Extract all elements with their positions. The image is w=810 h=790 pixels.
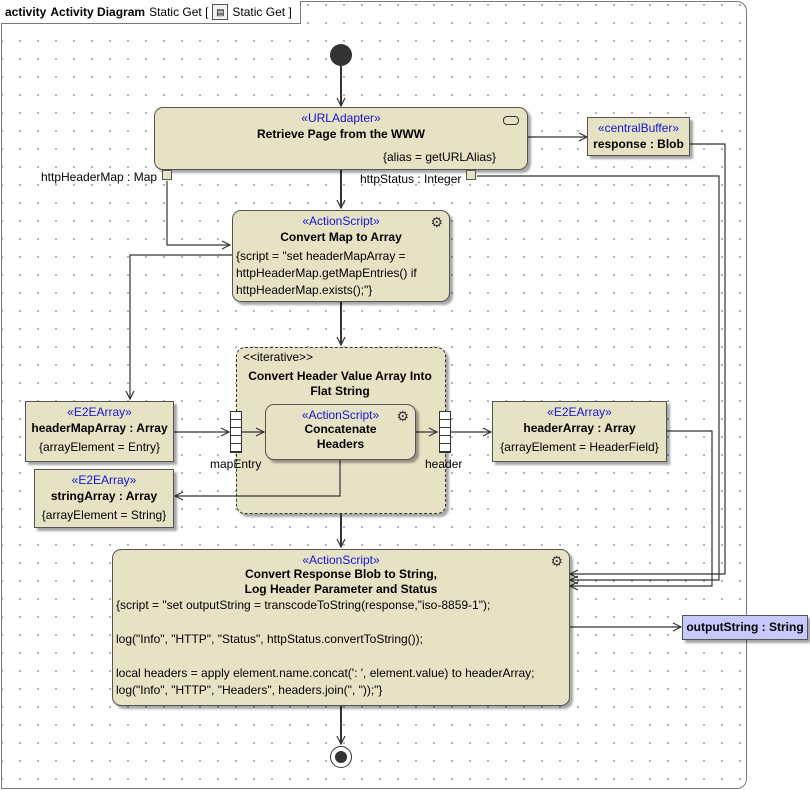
expansion-pin-mapentry[interactable] <box>230 411 242 453</box>
adapter-icon <box>503 116 519 125</box>
retrieve-page-action[interactable]: «URLAdapter» Retrieve Page from the WWW … <box>154 107 528 170</box>
concatenate-title-1: Concatenate <box>304 422 377 436</box>
pin-httpheadermap-label: httpHeaderMap : Map <box>41 170 158 184</box>
frame-context: Static Get [ <box>149 5 209 19</box>
convert-map-prop-1: {script = "set headerMapArray = <box>236 249 406 263</box>
header-array-title: headerArray : Array <box>523 421 636 435</box>
expansion-pin-header[interactable] <box>439 411 451 453</box>
convert-blob-prop-6: log("Info", "HTTP", "Headers", headers.j… <box>116 683 383 697</box>
header-map-array-title: headerMapArray : Array <box>31 421 168 435</box>
response-title: response : Blob <box>593 137 684 151</box>
final-node[interactable] <box>330 746 352 768</box>
header-map-array-node[interactable]: «E2EArray» headerMapArray : Array {array… <box>25 401 174 462</box>
retrieve-stereotype: «URLAdapter» <box>301 111 381 125</box>
convert-map-prop-2: httpHeaderMap.getMapEntries() if <box>236 266 417 280</box>
convert-blob-title-1: Convert Response Blob to String, <box>244 567 437 581</box>
pin-httpheadermap[interactable] <box>162 170 172 180</box>
convert-blob-prop-3: log("Info", "HTTP", "Status", httpStatus… <box>116 632 424 646</box>
string-array-title: stringArray : Array <box>50 489 158 503</box>
response-buffer[interactable]: «centralBuffer» response : Blob <box>587 117 690 156</box>
convert-blob-action[interactable]: ⚙ «ActionScript» Convert Response Blob t… <box>112 549 570 706</box>
concatenate-title-2: Headers <box>316 437 365 451</box>
convert-map-action[interactable]: ⚙ «ActionScript» Convert Map to Array {s… <box>232 210 450 302</box>
string-array-prop: {arrayElement = String} <box>41 508 167 522</box>
convert-map-stereotype: «ActionScript» <box>302 214 380 228</box>
output-string-title: outputString : String <box>686 620 804 634</box>
pin-httpstatus-label: httpStatus : Integer <box>360 172 462 186</box>
convert-blob-title-2: Log Header Parameter and Status <box>244 582 438 596</box>
header-array-prop: {arrayElement = HeaderField} <box>500 440 659 454</box>
frame-context-name: Static Get ] <box>232 5 292 19</box>
header-array-stereotype: «E2EArray» <box>547 405 612 419</box>
region-title-1: Convert Header Value Array Into <box>248 369 432 383</box>
header-label: header <box>425 457 463 471</box>
retrieve-title: Retrieve Page from the WWW <box>256 127 426 141</box>
region-keyword: <<iterative>> <box>243 350 314 364</box>
frame-header: activity Activity Diagram Static Get [ ▤… <box>1 1 301 24</box>
gear-icon: ⚙ <box>550 553 563 569</box>
convert-map-title: Convert Map to Array <box>280 230 402 244</box>
initial-node[interactable] <box>330 44 352 66</box>
convert-map-prop-3: httpHeaderMap.exists();"} <box>236 283 373 297</box>
frame-name: Activity Diagram <box>50 5 146 19</box>
concatenate-action[interactable]: ⚙ «ActionScript» Concatenate Headers <box>265 404 416 460</box>
header-array-node[interactable]: «E2EArray» headerArray : Array {arrayEle… <box>492 401 667 462</box>
string-array-stereotype: «E2EArray» <box>71 473 137 487</box>
gear-icon: ⚙ <box>396 408 409 424</box>
convert-blob-prop-1: {script = "set outputString = transcodeT… <box>116 598 491 612</box>
convert-blob-prop-5: local headers = apply element.name.conca… <box>116 666 535 680</box>
string-array-node[interactable]: «E2EArray» stringArray : Array {arrayEle… <box>34 469 174 528</box>
convert-blob-stereotype: «ActionScript» <box>302 553 380 567</box>
gear-icon: ⚙ <box>430 214 443 230</box>
output-string-node[interactable]: outputString : String <box>682 615 808 640</box>
activity-icon: ▤ <box>212 4 229 20</box>
convert-blob-prop-2 <box>116 614 569 631</box>
convert-blob-prop-4 <box>116 648 569 665</box>
region-title-2: Flat String <box>310 384 370 398</box>
frame-keyword: activity <box>5 5 47 19</box>
pin-httpstatus[interactable] <box>466 170 476 180</box>
concatenate-stereotype: «ActionScript» <box>301 408 380 422</box>
header-map-array-prop: {arrayElement = Entry} <box>38 440 161 454</box>
retrieve-prop: {alias = getURLAlias} <box>383 150 497 164</box>
header-map-array-stereotype: «E2EArray» <box>67 405 132 419</box>
response-stereotype: «centralBuffer» <box>597 121 680 135</box>
mapentry-label: mapEntry <box>210 457 262 471</box>
